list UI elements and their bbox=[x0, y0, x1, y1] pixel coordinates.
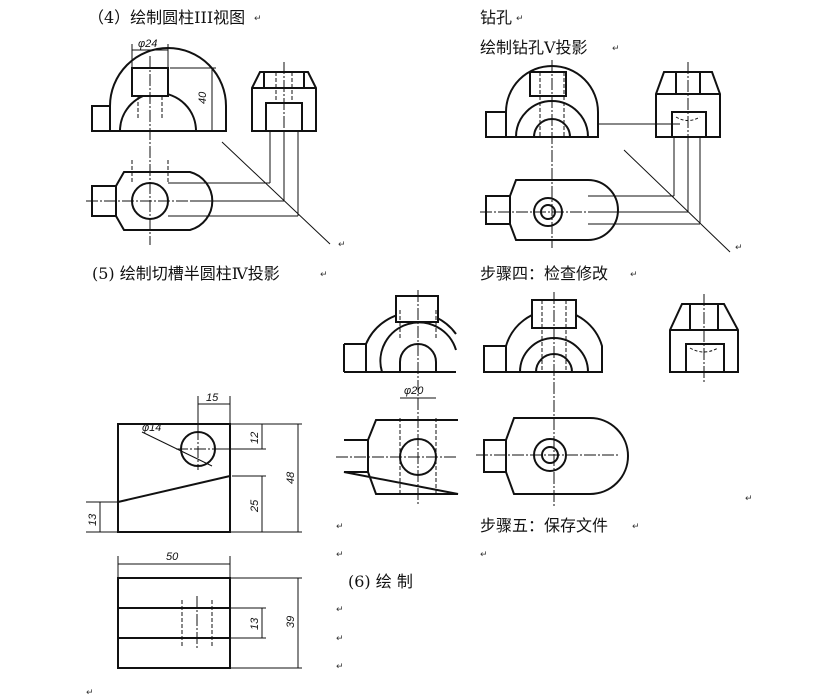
dimension-text: φ24 bbox=[138, 38, 157, 50]
dimension-text: 39 bbox=[285, 616, 297, 628]
paragraph-mark: ↵ bbox=[336, 662, 344, 672]
drawing-cylinder-iii: φ24 40 bbox=[86, 38, 331, 245]
dimension-text: 50 bbox=[166, 551, 179, 563]
heading-step-4-cylinder-iii: （4）绘制圆柱III视图 bbox=[88, 8, 246, 27]
dimension-text: 48 bbox=[285, 471, 297, 484]
paragraph-mark: ↵ bbox=[336, 634, 344, 644]
dimension-text: 13 bbox=[249, 617, 261, 630]
paragraph-mark: ↵ bbox=[630, 270, 638, 280]
paragraph-mark: ↵ bbox=[735, 243, 743, 253]
paragraph-mark: ↵ bbox=[336, 550, 344, 560]
drawing-drill-v bbox=[480, 60, 731, 253]
dimension-text: 25 bbox=[249, 499, 261, 513]
paragraph-mark: ↵ bbox=[516, 14, 524, 24]
paragraph-mark: ↵ bbox=[480, 550, 488, 560]
paragraph-mark: ↵ bbox=[745, 494, 753, 504]
paragraph-mark: ↵ bbox=[338, 240, 346, 250]
dimension-text: 13 bbox=[87, 513, 99, 526]
paragraph-mark: ↵ bbox=[86, 688, 94, 698]
paragraph-mark: ↵ bbox=[632, 522, 640, 532]
heading-drill-v-projection: 绘制钻孔Ⅴ投影 bbox=[480, 38, 588, 57]
paragraph-mark: ↵ bbox=[320, 270, 328, 280]
dimension-text: φ14 bbox=[142, 422, 161, 434]
drawing-dimensioned-block-top: 50 13 39 bbox=[117, 551, 302, 669]
heading-step-five-save: 步骤五：保存文件 bbox=[480, 516, 609, 535]
dimension-text: 12 bbox=[249, 432, 261, 444]
heading-step-four-check: 步骤四：检查修改 bbox=[480, 264, 609, 283]
drawing-check-modify bbox=[476, 292, 739, 506]
paragraph-mark: ↵ bbox=[612, 44, 620, 54]
drawing-dimensioned-block-front: 15 φ14 12 25 48 13 bbox=[86, 392, 302, 533]
dimension-text: 40 bbox=[197, 91, 209, 104]
dimension-text: φ20 bbox=[404, 385, 424, 397]
heading-step-5-slot-half-cylinder: (5) 绘制切槽半圆柱Ⅳ投影 bbox=[92, 264, 280, 283]
paragraph-mark: ↵ bbox=[336, 605, 344, 615]
drawing-slot-half-cylinder: φ20 bbox=[336, 290, 459, 506]
paragraph-mark: ↵ bbox=[254, 14, 262, 24]
dimension-text: 15 bbox=[206, 392, 219, 404]
paragraph-mark: ↵ bbox=[336, 522, 344, 532]
heading-step-6-draw: (6) 绘 制 bbox=[348, 572, 413, 591]
heading-drill: 钻孔 bbox=[480, 8, 513, 27]
